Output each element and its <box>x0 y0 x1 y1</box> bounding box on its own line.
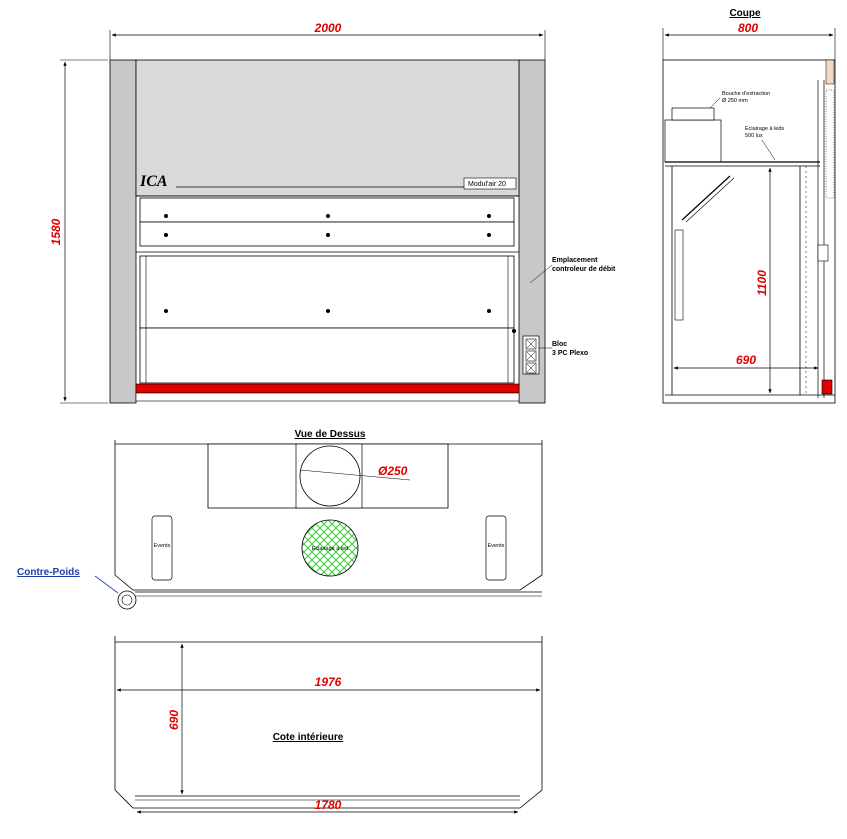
extraction-label-2: Ø 250 mm <box>722 98 748 104</box>
flow-controller-label-2: controleur de débit <box>552 266 616 273</box>
duct-diameter-dim: Ø250 <box>378 464 408 478</box>
left-vent-label: Events <box>154 543 171 549</box>
extraction-box <box>664 119 722 163</box>
socket-block <box>522 335 540 375</box>
brand-logo: ICA <box>139 173 168 190</box>
extraction-duct <box>671 107 715 121</box>
sash-panel-lower <box>139 327 515 384</box>
interior-title: Cote intérieure <box>273 732 344 743</box>
worktop-edge <box>135 392 520 402</box>
extraction-duct-circle <box>299 445 361 507</box>
interior-view: 1976 690 Cote intérieure 1780 <box>114 636 543 814</box>
dimension-height-1580: 1580 <box>49 59 108 404</box>
right-vent-label: Events <box>488 543 505 549</box>
front-width-dim: 2000 <box>314 21 342 35</box>
counterweight-label: Contre-Poids <box>17 567 80 578</box>
section-view: Coupe 800 Bouche d'extraction Ø 250 mm E… <box>662 8 836 404</box>
socket-block-label-1: Bloc <box>552 341 567 348</box>
interior-width-dim: 1976 <box>315 675 342 689</box>
interior-depth-dim: 690 <box>167 710 181 730</box>
sash-handle-bar <box>135 383 520 394</box>
section-width-dim: 800 <box>738 21 758 35</box>
hood-upper-panel <box>135 59 520 197</box>
top-view-title: Vue de Dessus <box>295 429 366 440</box>
flow-controller-label-1: Emplacement <box>552 257 598 264</box>
section-sash-handle <box>821 379 833 395</box>
left-vent <box>151 515 173 581</box>
led-lighting-circle <box>301 519 359 577</box>
extraction-label-1: Bouche d'extraction <box>722 91 770 97</box>
lighting-label-2: 500 lux <box>745 133 763 139</box>
sash-bolts <box>164 214 516 333</box>
section-title: Coupe <box>729 8 761 19</box>
sash-panel-main <box>139 255 515 329</box>
led-lighting-label: Eclairage à led <box>312 546 348 552</box>
front-height-dim: 1580 <box>49 218 63 245</box>
dimension-width-2000: 2000 <box>109 21 546 60</box>
sash-panel-top <box>139 197 515 223</box>
left-side-panel <box>109 59 137 404</box>
top-view: Vue de Dessus Ø250 Events Events Eclaira… <box>17 429 543 610</box>
section-depth-dim: 690 <box>736 353 756 367</box>
section-height-dim: 1100 <box>755 270 769 296</box>
model-name: Modul'air 20 <box>468 181 506 188</box>
interior-front-dim: 1780 <box>315 798 342 812</box>
right-vent <box>485 515 507 581</box>
socket-block-label-2: 3 PC Plexo <box>552 350 588 357</box>
front-view: 2000 1580 ICA Modul'air 20 <box>49 21 616 404</box>
lighting-label-1: Eclairage à leds <box>745 126 784 132</box>
